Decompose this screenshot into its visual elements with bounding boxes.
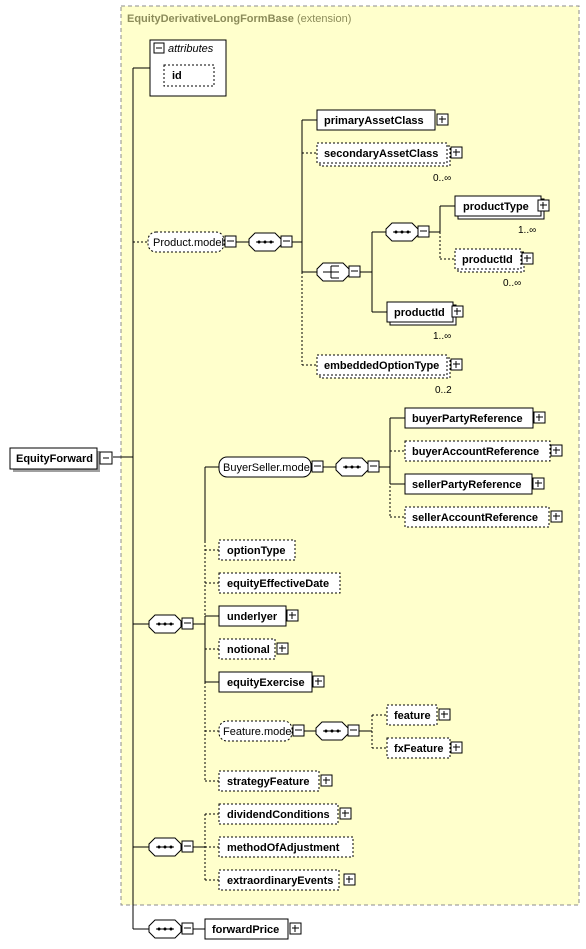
attributes-title: attributes (168, 43, 214, 55)
cardinality-producttype: 1..∞ (518, 225, 536, 236)
group-product-model[interactable]: Product.model (147, 231, 225, 253)
group-feature-model-label: Feature.model (223, 726, 294, 738)
element-sellerpartyreference[interactable]: sellerPartyReference (404, 473, 533, 495)
element-strategyfeature-label: strategyFeature (227, 776, 310, 788)
extension-title: EquityDerivativeLongFormBase (extension) (127, 13, 351, 25)
element-equityexercise[interactable]: equityExercise (218, 671, 313, 693)
group-buyerseller-model[interactable]: BuyerSeller.model (218, 456, 312, 478)
sequence-compositor[interactable] (148, 614, 182, 634)
element-fxfeature[interactable]: fxFeature (386, 737, 451, 759)
element-producttype-label: productType (463, 201, 529, 213)
element-methodofadjustment-label: methodOfAdjustment (227, 842, 340, 854)
element-secondaryassetclass[interactable]: secondaryAssetClass (316, 142, 451, 167)
element-producttype[interactable]: productType (454, 195, 545, 220)
element-productid-optional-label: productId (462, 254, 513, 266)
element-equityeffectivedate-label: equityEffectiveDate (227, 578, 329, 590)
element-buyerpartyreference[interactable]: buyerPartyReference (404, 407, 534, 429)
element-productid[interactable]: productId (386, 301, 457, 326)
element-underlyer[interactable]: underlyer (218, 605, 287, 627)
attributes-box: attributes id (149, 39, 227, 97)
element-equityeffectivedate[interactable]: equityEffectiveDate (218, 572, 341, 594)
element-equityforward-label: EquityForward (16, 453, 93, 465)
element-feature[interactable]: feature (386, 704, 438, 726)
element-fxfeature-label: fxFeature (394, 743, 444, 755)
element-primaryassetclass[interactable]: primaryAssetClass (316, 109, 436, 131)
element-extraordinaryevents-label: extraordinaryEvents (227, 875, 333, 887)
element-buyeraccountreference-label: buyerAccountReference (412, 446, 539, 458)
sequence-compositor[interactable] (315, 721, 349, 741)
element-equityexercise-label: equityExercise (227, 677, 305, 689)
element-extraordinaryevents[interactable]: extraordinaryEvents (218, 869, 340, 891)
element-embeddedoptiontype[interactable]: embeddedOptionType (316, 354, 451, 379)
cardinality-productid-optional: 0..∞ (503, 278, 521, 289)
cardinality-secondaryassetclass: 0..∞ (433, 173, 451, 184)
sequence-compositor[interactable] (148, 837, 182, 857)
element-embeddedoptiontype-label: embeddedOptionType (324, 360, 439, 372)
attribute-id-label: id (172, 70, 182, 82)
element-selleraccountreference-label: sellerAccountReference (412, 512, 538, 524)
element-equityforward[interactable]: EquityForward (9, 447, 100, 472)
element-methodofadjustment[interactable]: methodOfAdjustment (218, 836, 354, 858)
element-forwardprice[interactable]: forwardPrice (204, 918, 289, 940)
sequence-compositor[interactable] (248, 232, 282, 252)
sequence-compositor[interactable] (335, 457, 369, 477)
element-buyerpartyreference-label: buyerPartyReference (412, 413, 523, 425)
element-feature-label: feature (394, 710, 431, 722)
sequence-compositor[interactable] (148, 919, 182, 939)
sequence-compositor[interactable] (385, 222, 419, 242)
cardinality-embeddedoptiontype: 0..2 (435, 385, 452, 396)
element-sellerpartyreference-label: sellerPartyReference (412, 479, 521, 491)
choice-compositor[interactable] (316, 262, 350, 282)
element-buyeraccountreference[interactable]: buyerAccountReference (404, 440, 551, 462)
element-optiontype-label: optionType (227, 545, 285, 557)
element-dividendconditions-label: dividendConditions (227, 809, 330, 821)
attribute-id[interactable] (163, 64, 215, 87)
element-secondaryassetclass-label: secondaryAssetClass (324, 148, 438, 160)
element-productid-label: productId (394, 307, 445, 319)
element-dividendconditions[interactable]: dividendConditions (218, 803, 339, 825)
element-optiontype[interactable]: optionType (218, 539, 296, 561)
group-buyerseller-model-label: BuyerSeller.model (223, 462, 312, 474)
element-strategyfeature[interactable]: strategyFeature (218, 770, 320, 792)
element-notional-label: notional (227, 644, 270, 656)
element-forwardprice-label: forwardPrice (212, 924, 279, 936)
element-productid-optional[interactable]: productId (454, 248, 525, 273)
element-primaryassetclass-label: primaryAssetClass (324, 115, 424, 127)
group-feature-model[interactable]: Feature.model (218, 720, 294, 742)
element-notional[interactable]: notional (218, 638, 276, 660)
group-product-model-label: Product.model (153, 237, 224, 249)
element-underlyer-label: underlyer (227, 611, 278, 623)
cardinality-productid: 1..∞ (433, 331, 451, 342)
element-selleraccountreference[interactable]: sellerAccountReference (404, 506, 550, 528)
